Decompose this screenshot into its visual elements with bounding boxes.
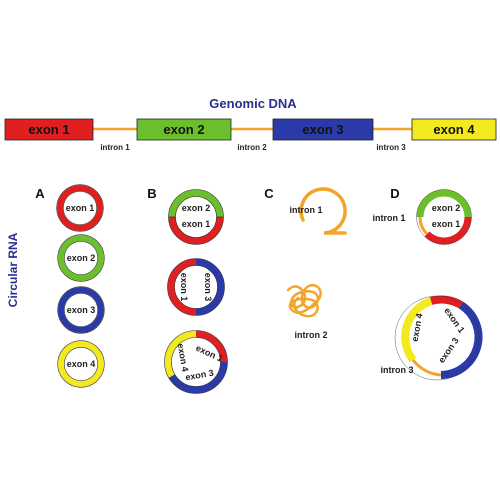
panel-b-c3-exon-3-label: exon 3 bbox=[185, 368, 215, 383]
panel-c-intron-1-lariat: intron 1 bbox=[290, 187, 347, 235]
panel-d-label: D bbox=[390, 186, 399, 201]
panel-d-circle-1: exon 2 exon 1 intron 1 bbox=[373, 189, 472, 245]
panel-a-label: A bbox=[35, 186, 45, 201]
genomic-exon-4-label: exon 4 bbox=[433, 122, 475, 137]
panel-c-intron-2-label: intron 2 bbox=[295, 330, 328, 340]
panel-d-c1-exon-2-label: exon 2 bbox=[432, 203, 461, 213]
panel-a-exon-3-label: exon 3 bbox=[67, 305, 96, 315]
genomic-exon-1-label: exon 1 bbox=[28, 122, 69, 137]
genomic-exon-2: exon 2 bbox=[136, 118, 232, 141]
panel-d-circle-2: exon 4 exon 1 exon 3 intron 3 bbox=[381, 295, 483, 381]
panel-a-exon-2-label: exon 2 bbox=[67, 253, 96, 263]
panel-b-c3-exon-4-label: exon 4 bbox=[176, 343, 191, 373]
genomic-intron-1-label: intron 1 bbox=[100, 143, 130, 152]
panel-b-c2-exon-1-label: exon 1 bbox=[179, 273, 189, 302]
panel-b-circle-1: exon 2 exon 1 bbox=[168, 189, 224, 245]
panel-a-circle-exon-1: exon 1 bbox=[56, 184, 104, 232]
panel-a-circle-exon-2: exon 2 bbox=[57, 234, 105, 282]
genomic-exon-4: exon 4 bbox=[411, 118, 497, 141]
genomic-exon-3-label: exon 3 bbox=[302, 122, 343, 137]
panel-d-c1-exon-1-label: exon 1 bbox=[432, 219, 461, 229]
panel-d-c2-exon-4-label: exon 4 bbox=[410, 313, 425, 343]
circular-rna-side-label: Circular RNA bbox=[6, 232, 20, 307]
panel-a-exon-1-label: exon 1 bbox=[66, 203, 95, 213]
panel-d-c2-intron-3-label: intron 3 bbox=[381, 365, 414, 375]
panel-b-circle-2: exon 1 exon 3 bbox=[167, 258, 225, 316]
panel-b-c1-exon-1-label: exon 1 bbox=[182, 219, 211, 229]
panel-c-label: C bbox=[264, 186, 274, 201]
panel-c-intron-2-tangle: intron 2 bbox=[286, 283, 328, 340]
genomic-intron-2-label: intron 2 bbox=[237, 143, 267, 152]
genomic-exon-1: exon 1 bbox=[4, 118, 94, 141]
genomic-intron-3-label: intron 3 bbox=[376, 143, 406, 152]
panel-a-circle-exon-3: exon 3 bbox=[57, 286, 105, 334]
panel-b-circle-3: exon 4 exon 1 exon 3 bbox=[164, 330, 228, 394]
genomic-exon-3: exon 3 bbox=[272, 118, 374, 141]
panel-a-circle-exon-4: exon 4 bbox=[57, 340, 105, 388]
genomic-exon-2-label: exon 2 bbox=[163, 122, 204, 137]
panel-b-c2-exon-3-label: exon 3 bbox=[203, 273, 213, 302]
panel-b-c1-exon-2-label: exon 2 bbox=[182, 203, 211, 213]
panel-a-exon-4-label: exon 4 bbox=[67, 359, 96, 369]
panel-c-intron-1-label: intron 1 bbox=[290, 205, 323, 215]
panel-d-c1-intron-1-label: intron 1 bbox=[373, 213, 406, 223]
genomic-dna-title: Genomic DNA bbox=[209, 96, 297, 111]
panel-d-c2-exon-3-label: exon 3 bbox=[436, 336, 461, 365]
panel-b-label: B bbox=[147, 186, 156, 201]
